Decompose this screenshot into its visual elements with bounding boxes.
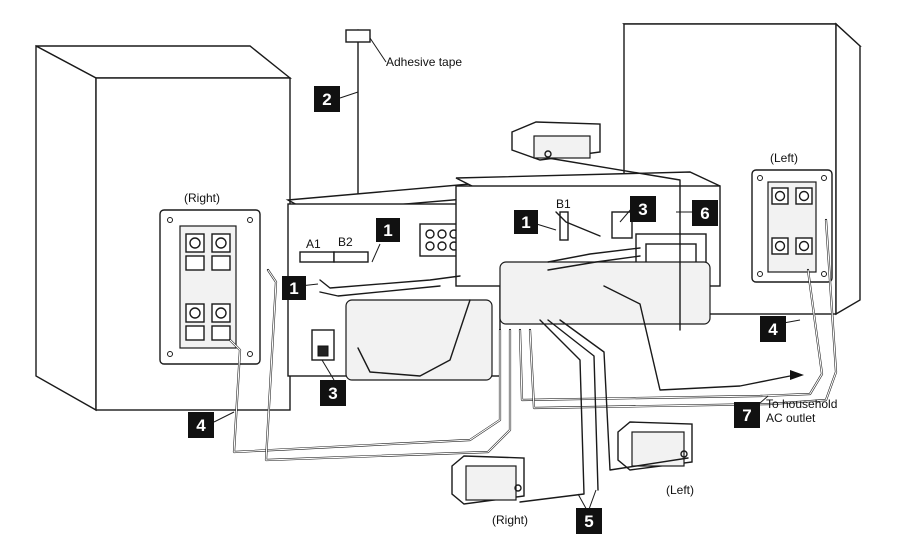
right-surround-speaker xyxy=(451,455,525,505)
left-panel-label: (Left) xyxy=(770,151,798,165)
callout-badge-6: 6 xyxy=(692,200,718,226)
right-speaker-terminal-panel xyxy=(159,209,261,365)
callout-badge-3-left: 3 xyxy=(320,380,346,406)
svg-text:4: 4 xyxy=(768,320,778,339)
right-main-speaker xyxy=(35,44,292,412)
callout-badge-4-right: 4 xyxy=(760,316,786,342)
callout-badge-4-left: 4 xyxy=(188,412,214,438)
callout-badge-2: 2 xyxy=(314,86,340,112)
terminal-a1-label: A1 xyxy=(306,237,321,251)
left-speaker-terminal-panel xyxy=(751,169,833,283)
svg-text:4: 4 xyxy=(196,416,206,435)
callout-badge-3-right: 3 xyxy=(630,196,656,222)
right-surround-label: (Right) xyxy=(492,513,528,527)
callout-badge-7: 7 xyxy=(734,402,760,428)
system-cables xyxy=(319,211,641,297)
svg-text:6: 6 xyxy=(700,204,709,223)
svg-text:3: 3 xyxy=(638,200,647,219)
svg-text:7: 7 xyxy=(742,406,751,425)
callout-badge-1-left: 1 xyxy=(282,276,306,300)
second-unit xyxy=(455,171,721,325)
adhesive-tape-label: Adhesive tape xyxy=(386,55,462,69)
center-speaker xyxy=(511,121,601,161)
svg-text:1: 1 xyxy=(521,213,530,232)
ac-outlet-label-line1: To household xyxy=(766,397,837,411)
right-panel-label: (Right) xyxy=(184,191,220,205)
callout-badge-1-top: 1 xyxy=(376,218,400,242)
ac-outlet-label-line2: AC outlet xyxy=(766,411,816,425)
callout-badge-5: 5 xyxy=(576,508,602,534)
svg-text:1: 1 xyxy=(383,221,392,240)
speaker-cables xyxy=(228,157,838,503)
left-surround-speaker xyxy=(617,421,693,471)
svg-text:2: 2 xyxy=(322,90,331,109)
left-surround-label: (Left) xyxy=(666,483,694,497)
svg-text:1: 1 xyxy=(289,279,298,298)
svg-text:5: 5 xyxy=(584,512,593,531)
callout-badge-1-right: 1 xyxy=(514,210,538,234)
svg-text:3: 3 xyxy=(328,384,337,403)
terminal-b2-label: B2 xyxy=(338,235,353,249)
terminal-b1-label: B1 xyxy=(556,197,571,211)
